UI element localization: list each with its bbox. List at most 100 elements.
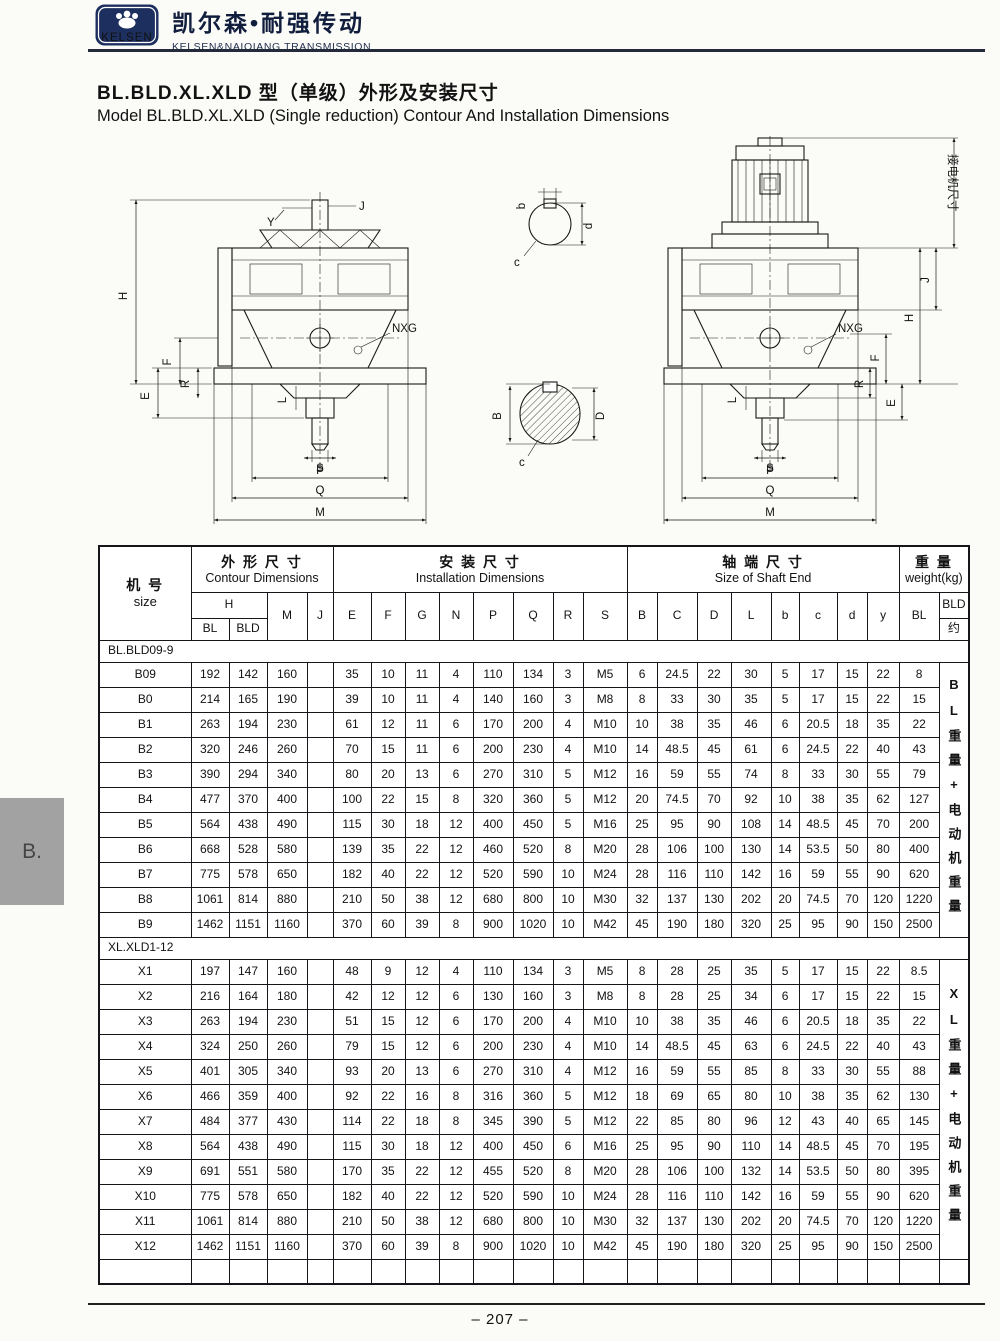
spec-cell: 401 [190, 1058, 230, 1085]
spec-cell: 260 [266, 1033, 308, 1060]
spec-cell: 45 [836, 1133, 868, 1160]
dim-label-B-section: B [492, 412, 504, 420]
dim-label-j-right: J [920, 277, 932, 283]
spec-cell: 46 [730, 1008, 772, 1035]
spec-cell [306, 836, 334, 863]
spec-cell: 12 [370, 711, 406, 738]
spec-cell [306, 1208, 334, 1235]
spec-cell: 160 [512, 686, 554, 713]
spec-cell: 400 [472, 811, 514, 838]
spec-cell: 316 [472, 1083, 514, 1110]
bear-icon [116, 10, 138, 29]
spec-cell: 216 [190, 983, 230, 1010]
spec-cell: 310 [512, 761, 554, 788]
spec-cell: 1220 [898, 886, 940, 913]
spec-cell: 194 [228, 711, 268, 738]
spec-cell: 60 [370, 1233, 406, 1260]
spec-cell: 35 [370, 836, 406, 863]
spec-cell: 24.5 [798, 1033, 838, 1060]
spec-cell: 200 [898, 811, 940, 838]
logo-text: KELSEN [101, 32, 152, 44]
spec-cell: 4 [438, 958, 474, 985]
spec-cell: 197 [190, 958, 230, 985]
spec-cell: 200 [512, 711, 554, 738]
spec-cell [306, 1033, 334, 1060]
spec-cell: 70 [866, 811, 900, 838]
spec-cell: 520 [512, 1158, 554, 1185]
spec-cell: 16 [770, 1183, 800, 1210]
spec-cell: 25 [696, 958, 732, 985]
page-number: – 207 – [471, 1311, 529, 1328]
spec-cell [306, 1108, 334, 1135]
spec-cell: 263 [190, 711, 230, 738]
spec-cell: 18 [404, 1108, 440, 1135]
col-header-E: E [332, 591, 372, 641]
col-group-weight: 重 量 weight(kg) [898, 545, 970, 593]
spec-cell: 12 [370, 983, 406, 1010]
spec-cell: 43 [898, 1033, 940, 1060]
spec-cell: 34 [730, 983, 772, 1010]
spec-cell: 16 [626, 761, 658, 788]
spec-cell: 814 [228, 1208, 268, 1235]
spec-cell: 455 [472, 1158, 514, 1185]
spec-cell: 650 [266, 861, 308, 888]
row-size-label: B8 [98, 886, 192, 913]
spec-cell: 1061 [190, 1208, 230, 1235]
spec-cell: 106 [656, 836, 698, 863]
spec-cell: 230 [266, 711, 308, 738]
spec-cell: 800 [512, 886, 554, 913]
spec-cell: 142 [730, 861, 772, 888]
spec-cell: 28 [626, 861, 658, 888]
dim-label-y: Y [267, 217, 275, 229]
spec-cell: 520 [512, 836, 554, 863]
spec-cell: 3 [552, 661, 584, 688]
spec-cell: 70 [866, 1133, 900, 1160]
spec-cell: 2500 [898, 911, 940, 938]
spec-cell: 140 [472, 686, 514, 713]
spec-cell: 74 [730, 761, 772, 788]
motor-fins [737, 160, 803, 222]
spec-cell: 1160 [266, 911, 308, 938]
empty-cell [626, 1258, 658, 1285]
spec-cell: 10 [770, 786, 800, 813]
spec-cell: 55 [866, 761, 900, 788]
spec-cell: 1220 [898, 1208, 940, 1235]
spec-cell: 190 [656, 911, 698, 938]
row-size-label: X4 [98, 1033, 192, 1060]
spec-cell [306, 911, 334, 938]
section-header-row: XL.XLD1-12 [98, 936, 970, 960]
spec-cell: 17 [798, 958, 838, 985]
spec-cell: 130 [696, 886, 732, 913]
dim-label-b-section: b [516, 203, 528, 209]
spec-cell: 35 [836, 1083, 868, 1110]
empty-cell [306, 1258, 334, 1285]
spec-cell: 340 [266, 761, 308, 788]
spec-cell: 590 [512, 861, 554, 888]
spec-cell: 120 [866, 1208, 900, 1235]
page-title-cn: BL.BLD.XL.XLD 型（单级）外形及安装尺寸 [97, 83, 499, 104]
spec-cell: 370 [332, 1233, 372, 1260]
row-size-label: X8 [98, 1133, 192, 1160]
spec-cell: 33 [798, 761, 838, 788]
spec-cell: 100 [332, 786, 372, 813]
spec-cell: 450 [512, 811, 554, 838]
spec-cell: 55 [836, 861, 868, 888]
spec-cell: 13 [404, 1058, 440, 1085]
col-header-b: b [770, 591, 800, 641]
spec-cell: 430 [266, 1108, 308, 1135]
spec-cell: 59 [656, 1058, 698, 1085]
spec-cell: 110 [730, 1133, 772, 1160]
spec-cell: 74.5 [798, 1208, 838, 1235]
spec-cell: 775 [190, 861, 230, 888]
spec-cell: 10 [552, 1233, 584, 1260]
spec-cell: 270 [472, 1058, 514, 1085]
spec-cell: 69 [656, 1083, 698, 1110]
spec-cell: 79 [332, 1033, 372, 1060]
spec-cell: 15 [898, 983, 940, 1010]
col-header-size: 机 号 size [98, 545, 192, 641]
spec-cell: 10 [552, 861, 584, 888]
spec-cell: 39 [332, 686, 372, 713]
spec-cell: 22 [404, 861, 440, 888]
spec-cell: 230 [512, 1033, 554, 1060]
